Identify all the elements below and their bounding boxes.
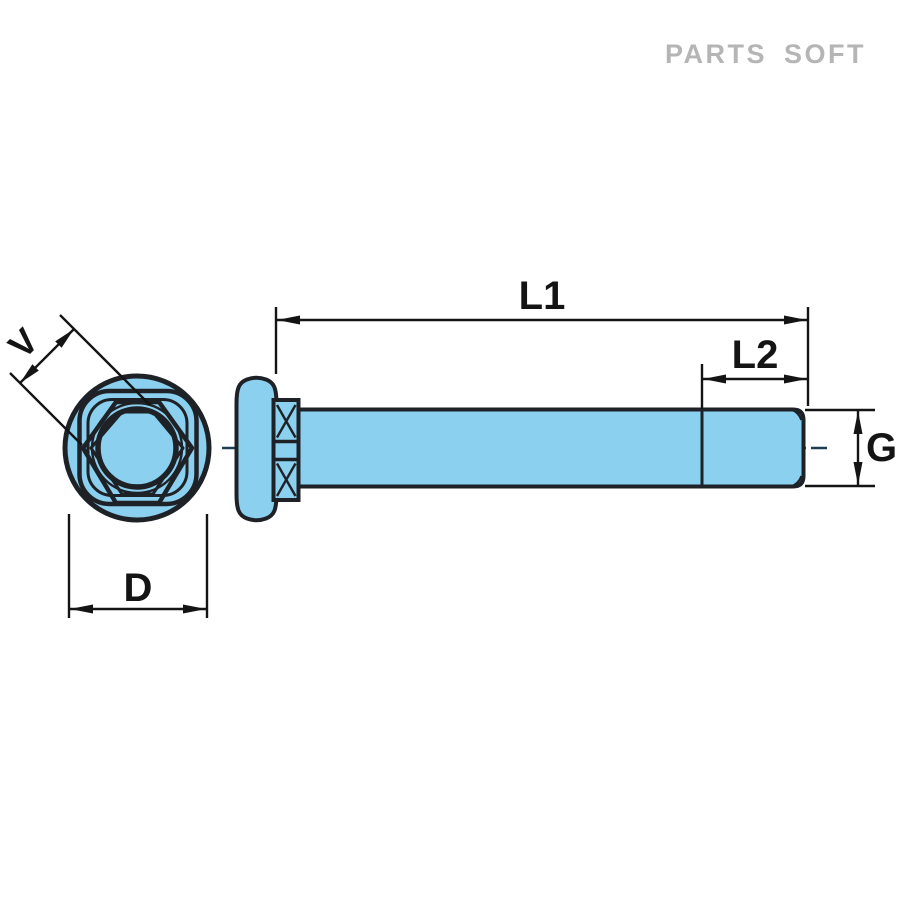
- arrowhead: [277, 315, 300, 325]
- dimension-d: D: [67, 514, 209, 618]
- hex-outline-outer: [80, 399, 195, 506]
- arrowhead: [20, 364, 39, 383]
- neck-body: [271, 398, 301, 502]
- arrowhead: [55, 329, 74, 348]
- dimension-g: G: [805, 408, 897, 488]
- neck-cross-line: [275, 462, 297, 497]
- shank-end-circle: [95, 406, 179, 490]
- arrowhead: [703, 374, 726, 384]
- dimension-l1: L1: [274, 274, 810, 406]
- square-neck: [271, 398, 301, 502]
- side-view: [222, 375, 827, 523]
- extension-line: [59, 314, 151, 406]
- watermark-text: PARTS SOFT: [665, 39, 866, 69]
- dimension-label-d: D: [124, 566, 153, 610]
- arrowhead: [70, 604, 93, 614]
- extension-line: [9, 372, 83, 446]
- front-view: [62, 373, 212, 523]
- arrowhead: [183, 604, 206, 614]
- dimension-label-l2: L2: [732, 333, 779, 377]
- arrowhead: [853, 462, 863, 485]
- neck-cross-line: [275, 404, 297, 439]
- dimension-label-v: V: [0, 320, 46, 366]
- bolt-shank: [296, 407, 806, 489]
- tip-chamfer-lines: [791, 408, 803, 488]
- arrowhead: [853, 411, 863, 434]
- bolt-head-side: [234, 375, 279, 523]
- dimension-label-l1: L1: [519, 274, 566, 318]
- shank-end-circle-outer: [90, 401, 184, 495]
- arrowhead: [784, 315, 807, 325]
- dimension-l2: L2: [700, 333, 808, 409]
- arrowhead: [784, 374, 807, 384]
- dimension-label-g: G: [866, 426, 897, 470]
